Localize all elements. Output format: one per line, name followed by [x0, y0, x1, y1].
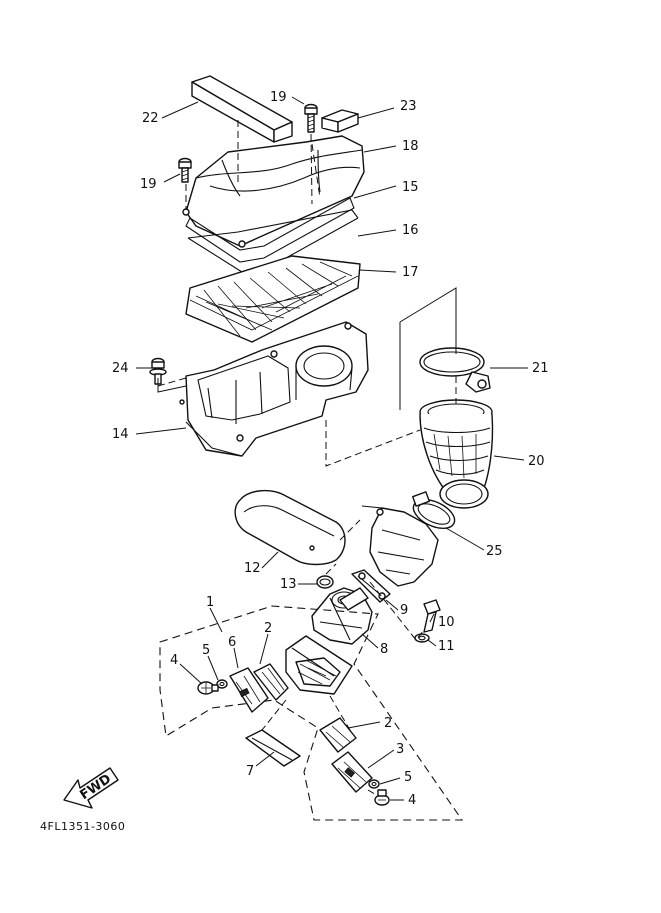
callout-4-left: 4: [170, 653, 178, 668]
callout-11: 11: [438, 639, 455, 654]
callout-20: 20: [528, 454, 545, 469]
callout-17: 17: [402, 265, 419, 280]
callout-3: 3: [396, 742, 404, 757]
part-7-gasket: [245, 729, 301, 767]
callout-19-top: 19: [270, 90, 287, 105]
catalog-number: 4FL1351-3060: [40, 820, 125, 833]
callout-8: 8: [380, 642, 388, 657]
part-25-clamp: [412, 491, 456, 530]
callout-2-lower: 2: [384, 716, 392, 731]
part-1-reed-valve-group: [159, 605, 464, 821]
callout-16: 16: [402, 223, 419, 238]
callout-13: 13: [280, 577, 297, 592]
callout-10: 10: [438, 615, 455, 630]
callout-9: 9: [400, 603, 408, 618]
part-12-element: [234, 489, 346, 566]
callout-7: 7: [246, 764, 254, 779]
callout-23: 23: [400, 99, 417, 114]
part-2-reed-lower: [319, 717, 357, 753]
callout-25: 25: [486, 544, 503, 559]
callout-19-left: 19: [140, 177, 157, 192]
part-5-washer-lower: [368, 779, 380, 789]
callout-15: 15: [402, 180, 419, 195]
part-5-washer-left: [216, 679, 228, 689]
callout-1: 1: [206, 595, 214, 610]
part-19-bolt-left: [178, 157, 192, 183]
carburetor-ghost: [361, 505, 439, 587]
callout-12: 12: [244, 561, 261, 576]
callout-21: 21: [532, 361, 549, 376]
leader-lines: [135, 96, 528, 801]
part-13-clamp: [316, 575, 334, 589]
part-17-filter-grid: [185, 255, 361, 343]
part-14-airbox-case: [179, 321, 369, 457]
part-23-block: [321, 109, 359, 133]
callout-6: 6: [228, 635, 236, 650]
callout-5-lower: 5: [404, 770, 412, 785]
part-11-washer: [414, 633, 430, 643]
part-15-seal: [185, 197, 355, 263]
part-21-clamp: [419, 347, 491, 393]
callout-2-upper: 2: [264, 621, 272, 636]
callout-24: 24: [112, 361, 129, 376]
part-22-sponge-block: [191, 75, 293, 143]
callout-labels: 22 19 23 18 19 15 16 17 24 21 14 20 25 1…: [112, 90, 549, 808]
callout-22: 22: [142, 111, 159, 126]
callout-5-left: 5: [202, 643, 210, 658]
callout-18: 18: [402, 139, 419, 154]
callout-4-lower: 4: [408, 793, 416, 808]
reed-valve-body: [285, 635, 353, 695]
part-18-airbox-cover: [182, 135, 365, 248]
part-8-manifold: [311, 587, 373, 645]
part-2-reed-upper: [253, 663, 289, 701]
part-3-stopper: [331, 751, 373, 793]
callout-14: 14: [112, 427, 129, 442]
part-19-bolt-top: [304, 103, 318, 133]
part-6-stopper: [229, 667, 269, 713]
part-4-screw-lower: [374, 789, 390, 806]
fwd-label: FWD: [77, 772, 114, 804]
fwd-arrow-icon: FWD: [63, 767, 119, 809]
part-20-intake-joint: [419, 399, 494, 509]
construction-lines: [157, 120, 457, 797]
part-4-screw-left: [197, 681, 219, 695]
